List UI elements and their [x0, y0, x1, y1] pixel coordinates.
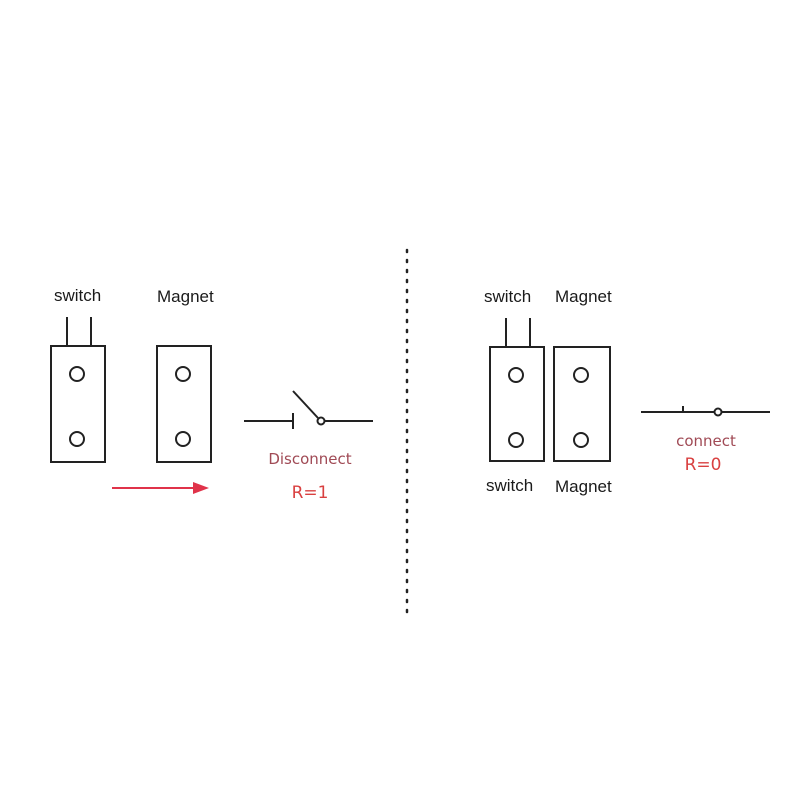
switch-label-top: switch [484, 287, 531, 306]
mount-hole [508, 432, 524, 448]
magnet-label-bottom: Magnet [555, 477, 612, 496]
mount-hole [573, 432, 589, 448]
resistance-label: R=0 [685, 455, 722, 475]
connect-label: connect [676, 432, 736, 450]
left-panel: switch Magnet Disconne [50, 286, 373, 503]
mount-hole [175, 431, 191, 447]
magnet-body [156, 345, 212, 463]
right-panel: switch Magnet switch Magnet connect R=0 [484, 287, 770, 496]
magnet-label-top: Magnet [555, 287, 612, 306]
magnet-label: Magnet [157, 287, 214, 306]
disconnect-label: Disconnect [268, 450, 351, 468]
switch-label-bottom: switch [486, 476, 533, 495]
mount-hole [69, 366, 85, 382]
reed-switch-body [50, 317, 106, 463]
open-switch-symbol-icon [244, 390, 373, 429]
reed-switch-body [489, 318, 545, 462]
mount-hole [573, 367, 589, 383]
movement-arrow-icon [112, 482, 209, 494]
mount-hole [508, 367, 524, 383]
mount-hole [175, 366, 191, 382]
switch-label: switch [54, 286, 101, 305]
resistance-label: R=1 [292, 483, 329, 503]
closed-switch-symbol-icon [641, 406, 770, 417]
magnet-body [553, 346, 611, 462]
mount-hole [69, 431, 85, 447]
